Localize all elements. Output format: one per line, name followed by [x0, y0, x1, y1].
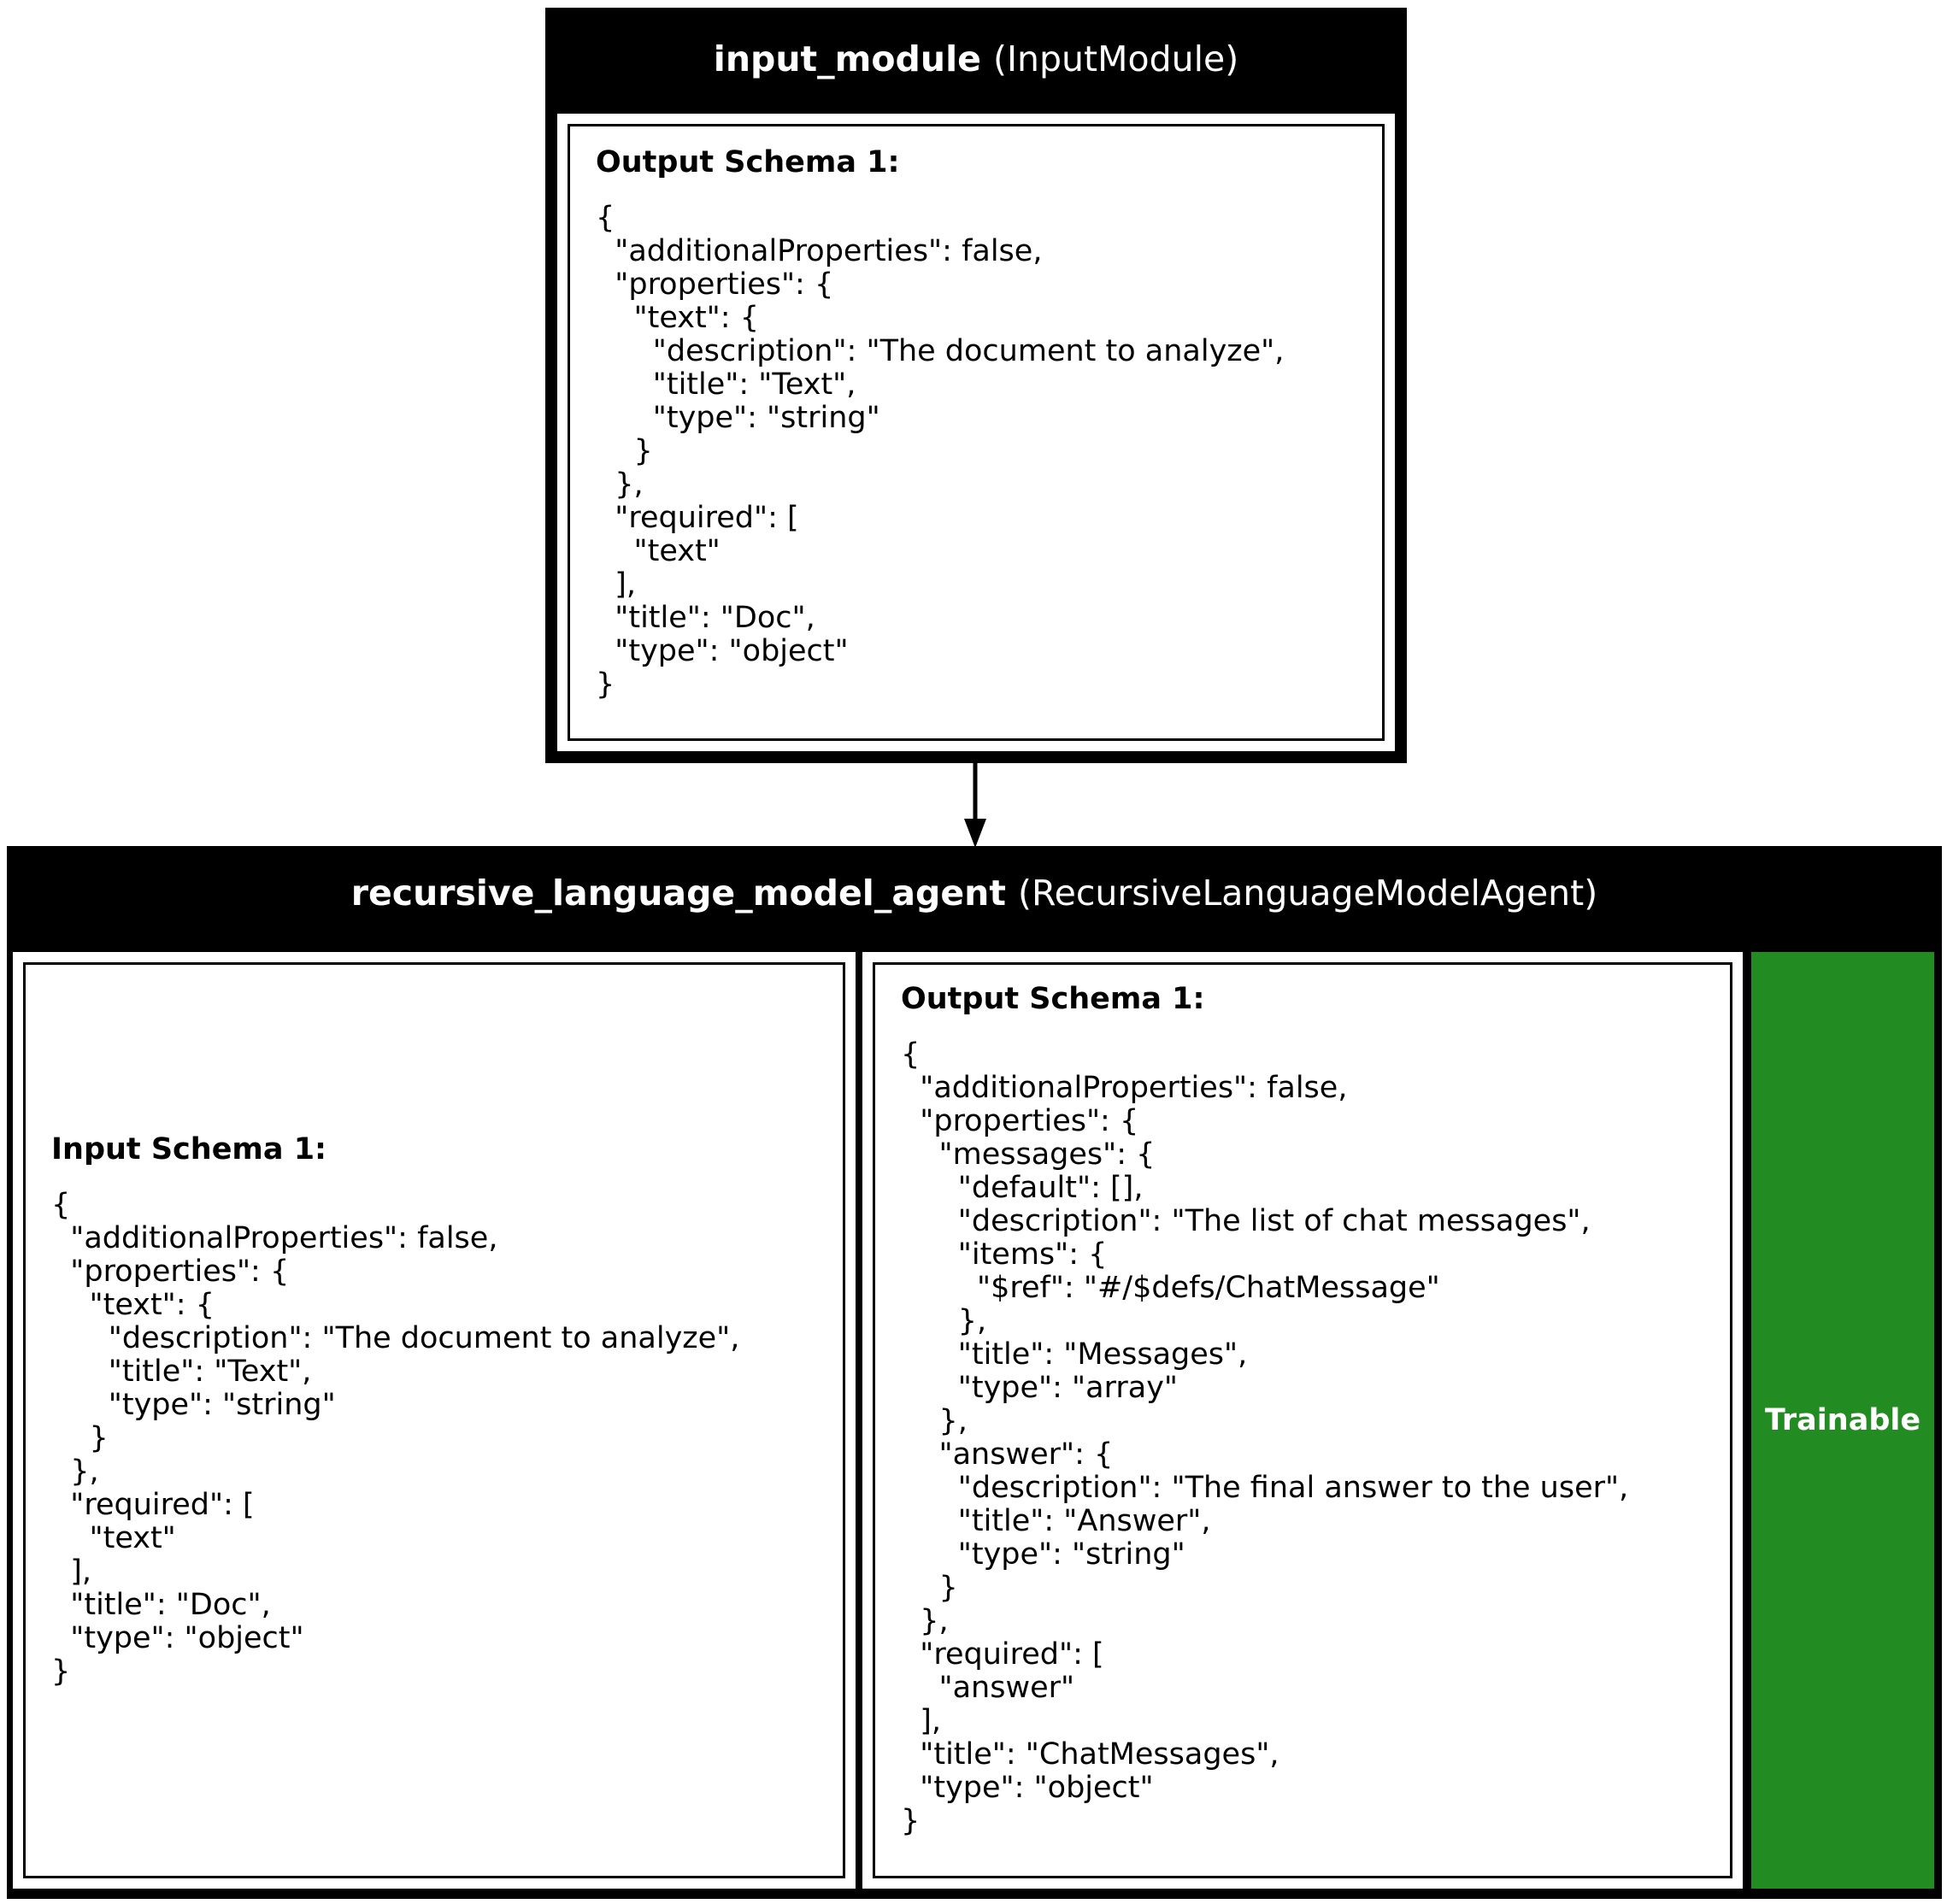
input-module-node[interactable]: input_module (InputModule) Output Schema…: [545, 8, 1407, 763]
agent-input-frame: Input Schema 1: { "additionalProperties"…: [23, 962, 845, 1878]
trainable-badge: Trainable: [1751, 952, 1934, 1889]
input-module-header: input_module (InputModule): [545, 8, 1407, 110]
agent-output-cell: Output Schema 1: { "additionalProperties…: [862, 952, 1743, 1889]
input-module-output-frame: Output Schema 1: { "additionalProperties…: [568, 124, 1385, 741]
edge-arrowhead: [964, 819, 986, 848]
agent-class: (RecursiveLanguageModelAgent): [1017, 873, 1598, 914]
agent-output-frame: Output Schema 1: { "additionalProperties…: [873, 962, 1732, 1878]
output-schema-title: Output Schema 1:: [901, 982, 1205, 1016]
agent-input-cell: Input Schema 1: { "additionalProperties"…: [13, 952, 856, 1889]
input-module-output-cell: Output Schema 1: { "additionalProperties…: [557, 114, 1395, 751]
input-module-name: input_module: [713, 38, 981, 79]
output-schema-json: { "additionalProperties": false, "proper…: [596, 201, 1285, 702]
output-schema-json: { "additionalProperties": false, "proper…: [901, 1037, 1629, 1838]
input-schema-json: { "additionalProperties": false, "proper…: [51, 1188, 740, 1689]
agent-name: recursive_language_model_agent: [350, 873, 1006, 914]
agent-node[interactable]: recursive_language_model_agent (Recursiv…: [7, 846, 1942, 1899]
input-module-class: (InputModule): [992, 38, 1239, 79]
input-schema-title: Input Schema 1:: [51, 1132, 327, 1166]
agent-header: recursive_language_model_agent (Recursiv…: [7, 846, 1942, 940]
output-schema-title: Output Schema 1:: [596, 145, 900, 179]
